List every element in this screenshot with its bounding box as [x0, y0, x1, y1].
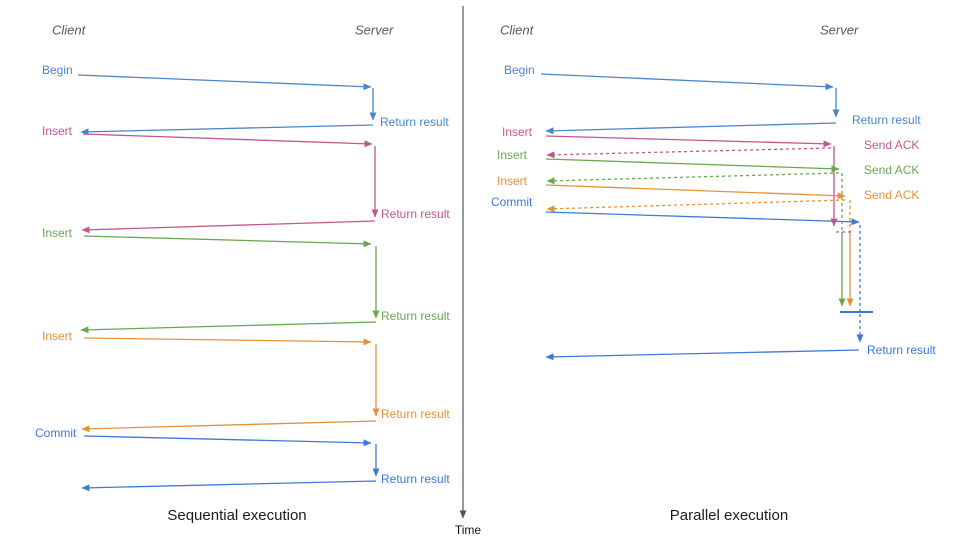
parallel-begin-return-line: [545, 122, 837, 135]
sequential-insert3-return-line: [81, 420, 377, 433]
time-axis-label: Time: [454, 523, 482, 537]
sequential-insert3-request-line: [83, 337, 372, 346]
parallel-insert1-label: Insert: [502, 125, 533, 139]
parallel-insert2-request-line: [545, 158, 840, 173]
sequential-begin-label: Begin: [42, 63, 73, 77]
parallel-commit-label: Commit: [491, 195, 533, 209]
sequential-begin-request-line: [77, 74, 372, 91]
parallel-commit-return-label: Return result: [867, 343, 936, 357]
caption-sequential: Sequential execution: [167, 507, 307, 524]
sequential-commit-return-label: Return result: [381, 472, 450, 486]
parallel-insert1-request-line: [545, 135, 832, 148]
sequential-client-label: Client: [52, 22, 87, 37]
sequential-insert1-label: Insert: [42, 124, 73, 138]
sequential-insert1-return-label: Return result: [381, 207, 450, 221]
parallel-commit-return-line: [545, 349, 860, 361]
sequential-insert1-request-line: [82, 133, 373, 148]
sequential-begin-return-label: Return result: [380, 115, 449, 129]
parallel-insert3-request-line: [545, 184, 846, 200]
parallel-insert2-label: Insert: [497, 148, 528, 162]
sequential-server-label: Server: [355, 22, 394, 37]
parallel-begin-return-label: Return result: [852, 113, 921, 127]
parallel-begin-request-line: [540, 73, 834, 91]
sequential-insert2-label: Insert: [42, 226, 73, 240]
parallel-insert1-ack-line: [546, 147, 832, 159]
sequential-insert2-return-line: [80, 321, 377, 334]
parallel-client-label: Client: [500, 22, 535, 37]
sequential-insert1-return-line: [81, 220, 376, 234]
parallel-insert3-ack-line: [546, 199, 846, 213]
sequential-insert2-request-line: [83, 235, 372, 248]
parallel-insert2-ack-line: [546, 172, 840, 185]
sequential-begin-return-line: [80, 124, 374, 136]
sequential-insert3-label: Insert: [42, 329, 73, 343]
parallel-insert2-ack-label: Send ACK: [864, 163, 919, 177]
caption-parallel: Parallel execution: [669, 507, 789, 524]
parallel-insert1-ack-label: Send ACK: [864, 138, 919, 152]
parallel-server-label: Server: [820, 22, 859, 37]
parallel-commit-request-line: [545, 211, 860, 226]
sequential-commit-label: Commit: [35, 426, 77, 440]
sequential-insert3-return-label: Return result: [381, 407, 450, 421]
parallel-insert3-label: Insert: [497, 174, 528, 188]
parallel-insert3-ack-label: Send ACK: [864, 188, 919, 202]
sequential-commit-return-line: [81, 480, 377, 492]
parallel-begin-label: Begin: [504, 63, 535, 77]
sequential-insert2-return-label: Return result: [381, 309, 450, 323]
sequential-commit-request-line: [83, 435, 372, 447]
